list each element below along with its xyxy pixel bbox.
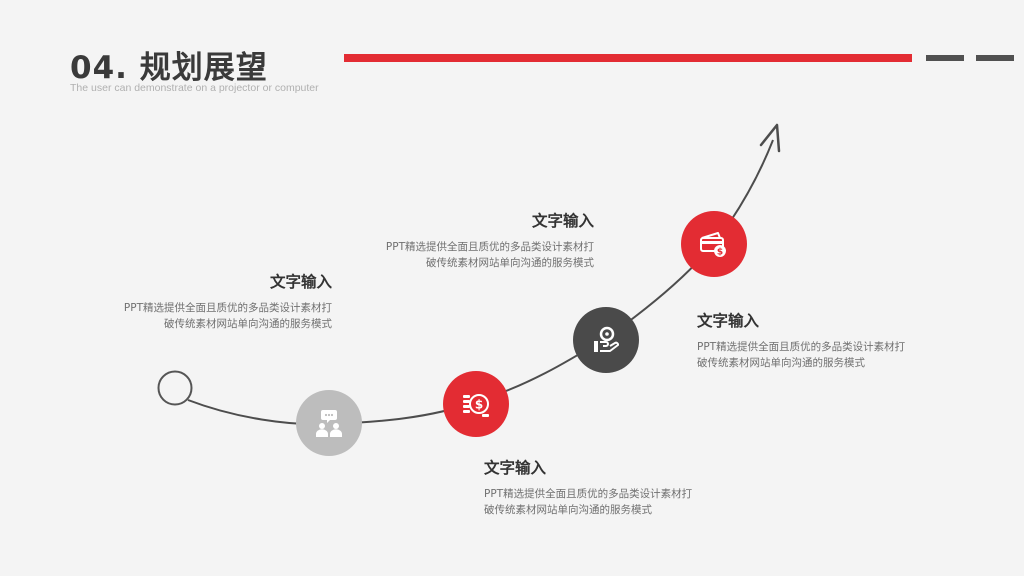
step-3-description: PPT精选提供全面且质优的多品类设计素材打 破传统素材网站单向沟通的服务模式: [374, 239, 594, 271]
step-1-heading: 文字输入: [269, 273, 332, 291]
step-2-text: 文字输入 PPT精选提供全面且质优的多品类设计素材打 破传统素材网站单向沟通的服…: [484, 456, 724, 518]
step-1-line-2: 破传统素材网站单向沟通的服务模式: [164, 318, 332, 330]
step-4-line-2: 破传统素材网站单向沟通的服务模式: [697, 357, 865, 369]
start-ring: [157, 370, 193, 406]
card-dollar-icon: $: [700, 232, 726, 258]
step-4-node: $: [681, 211, 747, 277]
step-1-node: [296, 390, 362, 456]
step-3-line-1: PPT精选提供全面且质优的多品类设计素材打: [385, 241, 594, 253]
step-4-text: 文字输入 PPT精选提供全面且质优的多品类设计素材打 破传统素材网站单向沟通的服…: [697, 309, 937, 371]
step-1-description: PPT精选提供全面且质优的多品类设计素材打 破传统素材网站单向沟通的服务模式: [112, 300, 332, 332]
svg-text:$: $: [475, 398, 483, 412]
step-3-text: 文字输入 PPT精选提供全面且质优的多品类设计素材打 破传统素材网站单向沟通的服…: [374, 209, 594, 271]
svg-text:$: $: [717, 248, 723, 258]
step-3-line-2: 破传统素材网站单向沟通的服务模式: [426, 257, 594, 269]
step-2-heading: 文字输入: [484, 459, 547, 477]
header-accent-line: [344, 54, 912, 62]
step-1-text: 文字输入 PPT精选提供全面且质优的多品类设计素材打 破传统素材网站单向沟通的服…: [112, 270, 332, 332]
header-dash: [926, 55, 964, 61]
hand-coin-icon: [594, 326, 619, 352]
step-3-heading: 文字输入: [531, 212, 594, 230]
page-subtitle: The user can demonstrate on a projector …: [70, 82, 319, 94]
step-2-node: $: [443, 371, 509, 437]
step-2-line-2: 破传统素材网站单向沟通的服务模式: [484, 504, 652, 516]
team-chat-icon: [316, 410, 342, 437]
coin-stack-dollar-icon: $: [463, 394, 489, 417]
step-1-line-1: PPT精选提供全面且质优的多品类设计素材打: [123, 302, 332, 314]
step-4-description: PPT精选提供全面且质优的多品类设计素材打 破传统素材网站单向沟通的服务模式: [697, 339, 937, 371]
arrow-head: [759, 123, 781, 153]
step-2-line-1: PPT精选提供全面且质优的多品类设计素材打: [484, 488, 693, 500]
step-4-heading: 文字输入: [697, 312, 760, 330]
page-title: 04. 规划展望: [70, 50, 268, 86]
step-3-node: [573, 307, 639, 373]
header-dash: [976, 55, 1014, 61]
step-2-description: PPT精选提供全面且质优的多品类设计素材打 破传统素材网站单向沟通的服务模式: [484, 486, 724, 518]
step-4-line-1: PPT精选提供全面且质优的多品类设计素材打: [697, 341, 906, 353]
